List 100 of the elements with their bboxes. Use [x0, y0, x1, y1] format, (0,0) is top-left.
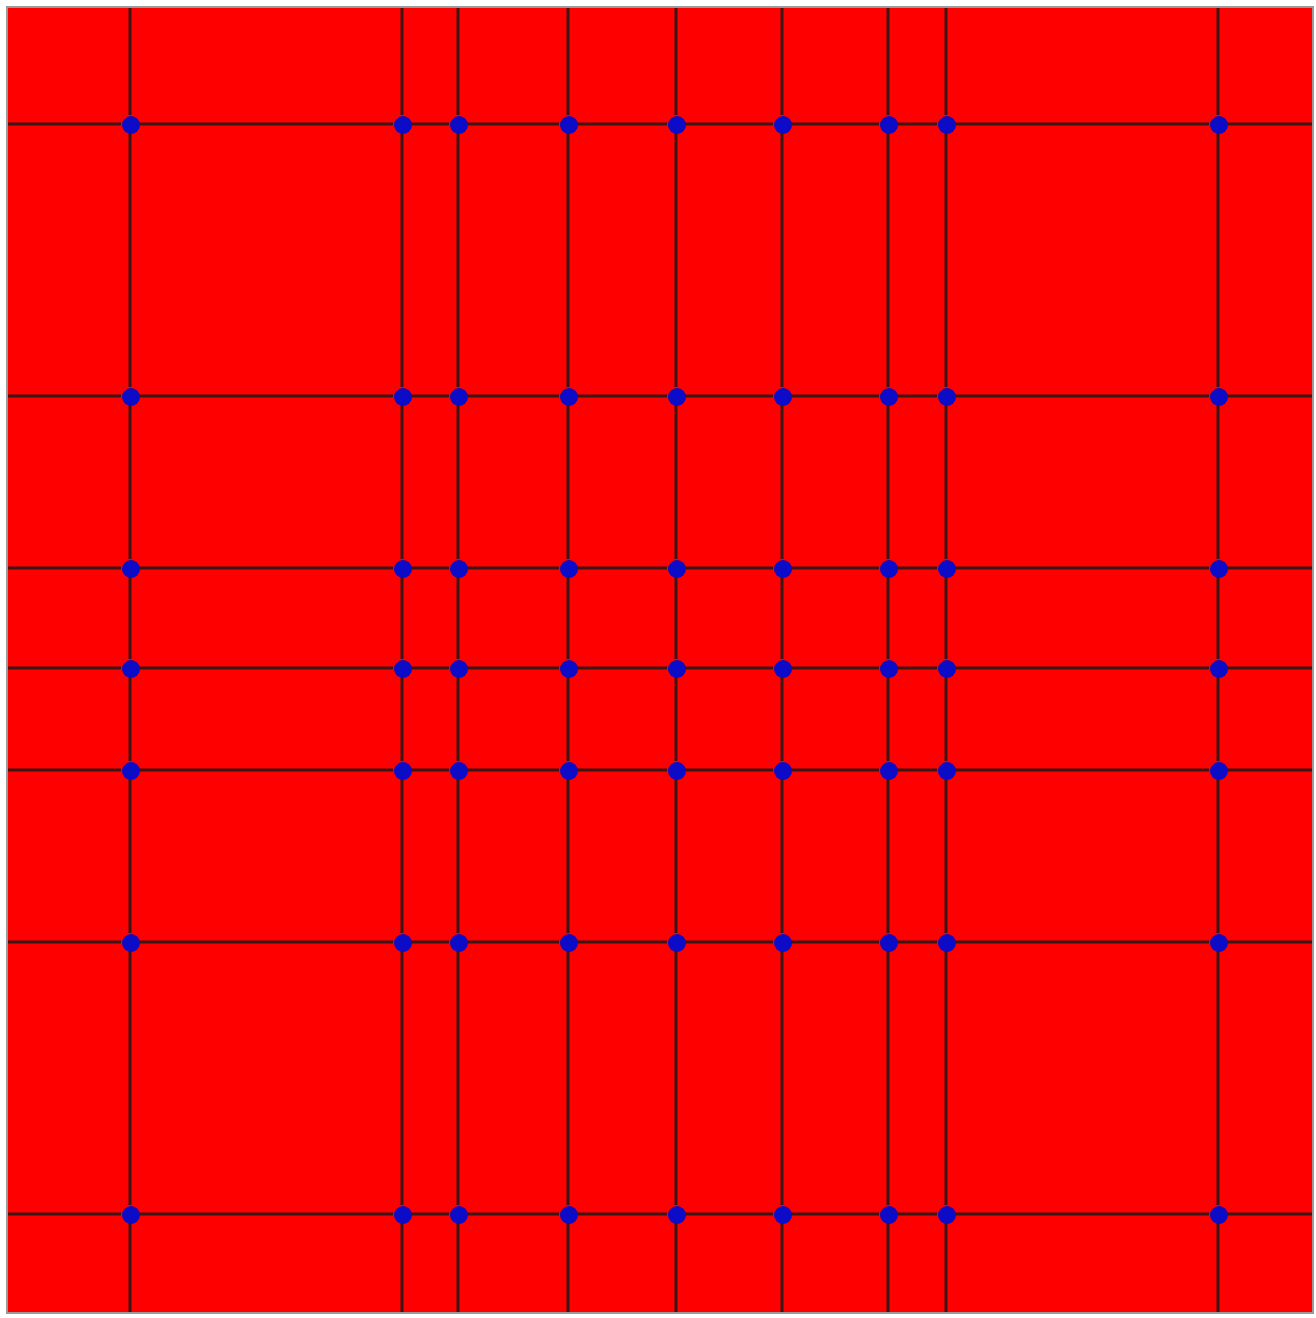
- grid-line: [886, 677, 890, 761]
- grid-line: [886, 779, 890, 933]
- grid-line: [400, 133, 404, 387]
- grid-line: [780, 405, 784, 559]
- grid-line: [897, 666, 937, 670]
- grid-line: [791, 1212, 879, 1216]
- grid-line: [456, 951, 460, 1205]
- grid-line: [577, 566, 667, 570]
- node-dot: [393, 659, 411, 677]
- grid-line: [955, 1212, 1209, 1216]
- grid-line: [139, 940, 393, 944]
- node-dot: [449, 115, 467, 133]
- grid-line: [685, 1212, 773, 1216]
- node-dot: [449, 933, 467, 951]
- node-dot: [667, 933, 685, 951]
- grid-line: [566, 779, 570, 933]
- grid-line: [674, 677, 678, 761]
- grid-line: [411, 1212, 449, 1216]
- node-dot: [879, 659, 897, 677]
- node-dot: [879, 387, 897, 405]
- node-dot: [393, 559, 411, 577]
- grid-line: [685, 940, 773, 944]
- node-dot: [1209, 115, 1227, 133]
- node-dot: [393, 761, 411, 779]
- grid-line: [791, 394, 879, 398]
- grid-line: [685, 394, 773, 398]
- grid-line: [791, 122, 879, 126]
- grid-line: [8, 666, 121, 670]
- node-dot: [937, 387, 955, 405]
- grid-line: [685, 566, 773, 570]
- grid-line: [1227, 940, 1312, 944]
- grid-line: [886, 1223, 890, 1312]
- grid-line: [1216, 577, 1220, 659]
- grid-line: [411, 394, 449, 398]
- node-dot: [879, 761, 897, 779]
- grid-line: [944, 577, 948, 659]
- node-dot: [121, 1205, 139, 1223]
- grid-line: [1227, 1212, 1312, 1216]
- grid-line: [577, 666, 667, 670]
- node-dot: [121, 761, 139, 779]
- grid-line: [456, 405, 460, 559]
- grid-line: [955, 666, 1209, 670]
- grid-line: [456, 677, 460, 761]
- grid-line: [674, 779, 678, 933]
- grid-line: [944, 1223, 948, 1312]
- grid-line: [8, 122, 121, 126]
- node-dot: [559, 933, 577, 951]
- node-dot: [559, 761, 577, 779]
- node-dot: [1209, 559, 1227, 577]
- grid-line: [566, 951, 570, 1205]
- node-dot: [879, 1205, 897, 1223]
- grid-line: [456, 133, 460, 387]
- grid-line: [897, 394, 937, 398]
- node-dot: [879, 933, 897, 951]
- grid-line: [674, 577, 678, 659]
- node-dot: [1209, 387, 1227, 405]
- grid-line: [467, 666, 559, 670]
- grid-line: [139, 768, 393, 772]
- grid-line: [577, 122, 667, 126]
- node-dot: [667, 1205, 685, 1223]
- grid-line: [955, 394, 1209, 398]
- grid-line: [128, 133, 132, 387]
- grid-line: [467, 566, 559, 570]
- grid-line: [897, 940, 937, 944]
- grid-line: [897, 122, 937, 126]
- grid-line: [1216, 8, 1220, 115]
- node-dot: [449, 387, 467, 405]
- node-dot: [1209, 1205, 1227, 1223]
- grid-line: [1216, 405, 1220, 559]
- grid-line: [467, 1212, 559, 1216]
- grid-line: [139, 1212, 393, 1216]
- node-dot: [121, 933, 139, 951]
- node-dot: [1209, 659, 1227, 677]
- grid-line: [400, 677, 404, 761]
- grid-line: [8, 940, 121, 944]
- grid-line: [886, 133, 890, 387]
- node-dot: [121, 387, 139, 405]
- grid-line: [1227, 566, 1312, 570]
- node-dot: [937, 115, 955, 133]
- grid-line: [944, 405, 948, 559]
- grid-line: [780, 8, 784, 115]
- node-dot: [773, 761, 791, 779]
- grid-line: [780, 577, 784, 659]
- grid-line: [467, 394, 559, 398]
- grid-line: [566, 133, 570, 387]
- node-dot: [393, 115, 411, 133]
- node-dot: [937, 559, 955, 577]
- grid-line: [566, 8, 570, 115]
- node-dot: [449, 559, 467, 577]
- grid-line: [577, 394, 667, 398]
- grid-line: [886, 577, 890, 659]
- grid-line: [780, 677, 784, 761]
- grid-line: [411, 566, 449, 570]
- grid-line: [456, 8, 460, 115]
- node-dot: [121, 115, 139, 133]
- grid-line: [955, 122, 1209, 126]
- grid-line: [955, 768, 1209, 772]
- grid-line: [685, 122, 773, 126]
- node-dot: [937, 659, 955, 677]
- node-dot: [667, 761, 685, 779]
